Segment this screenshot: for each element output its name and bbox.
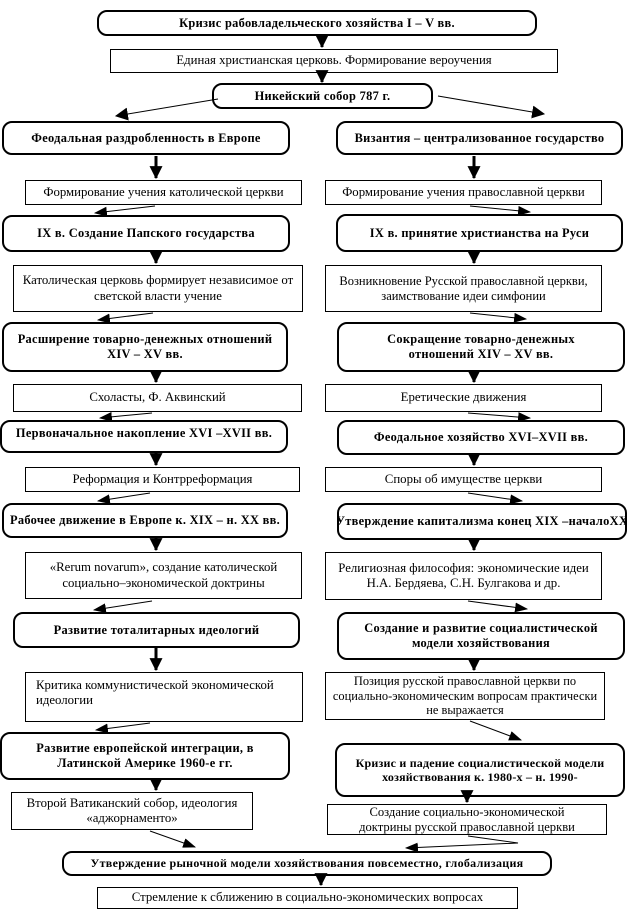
node-church-property-disputes: Споры об имуществе церкви: [325, 467, 602, 492]
node-orthodox-position-not-expressed: Позиция русской православной церкви по с…: [325, 672, 605, 720]
node-feudal-fragmentation-europe: Феодальная раздробленность в Европе: [2, 121, 290, 155]
arrow-teaching-to-papal: [93, 205, 156, 217]
arrow-church-to-contraction: [469, 312, 528, 323]
node-orthodox-socioeconomic-doctrine: Создание социально-экономической доктрин…: [327, 804, 607, 835]
node-papal-state-9c: IX в. Создание Папского государства: [2, 215, 290, 252]
node-united-christian-church: Единая христианская церковь. Формировани…: [110, 49, 558, 73]
node-socialist-model-creation: Создание и развитие социалистической мод…: [337, 612, 625, 660]
arrow-philosophy-to-socialist: [467, 600, 529, 613]
node-orthodox-teaching-formation: Формирование учения православной церкви: [325, 180, 602, 205]
node-russian-orthodox-church-symphony: Возникновение Русской православной церкв…: [325, 265, 602, 312]
node-commodity-contraction-14-15c: Сокращение товарно-денежных отношений XI…: [337, 322, 625, 372]
node-reformation-counterreformation: Реформация и Контрреформация: [25, 467, 300, 492]
node-primary-accumulation-16-17c: Первоначальное накопление XVI –XVII вв.: [0, 420, 288, 453]
node-vatican-ii-aggiornamento: Второй Ватиканский собор, идеология «адж…: [11, 792, 253, 830]
node-capitalism-late-19c: Утверждение капитализма конец XIX –начал…: [337, 503, 627, 540]
arrow-position-to-crisis: [469, 720, 523, 741]
arrow-heretical-to-feudal: [467, 412, 532, 422]
arrow-nicaea-to-east: [437, 95, 546, 119]
arrow-nicaea-to-west: [114, 98, 219, 121]
arrow-independent-to-expansion: [96, 312, 154, 324]
arrow-scholastics-to-accumulation: [98, 412, 153, 422]
node-market-model-globalization: Утверждение рыночной модели хозяйствован…: [62, 851, 552, 876]
arrow-teaching-to-rus: [469, 205, 532, 216]
arrow-doctrine-to-market: [404, 835, 519, 853]
node-catholic-independent-teaching: Католическая церковь формирует независим…: [13, 265, 303, 312]
node-feudal-economy-16-17c: Феодальное хозяйство XVI–XVII вв.: [337, 420, 625, 455]
node-totalitarian-ideologies: Развитие тоталитарных идеологий: [13, 612, 300, 648]
node-socialist-model-crisis-1980s-1990s: Кризис и падение социалистической модели…: [335, 743, 625, 797]
node-crisis-slavery-economy: Кризис рабовладельческого хозяйства I – …: [97, 10, 537, 36]
node-rus-christianization-9c: IX в. принятие христианства на Руси: [336, 214, 623, 252]
arrow-reformation-to-labor: [96, 492, 151, 505]
arrow-disputes-to-capitalism: [467, 492, 524, 505]
node-communism-critique: Критика коммунистической экономической и…: [25, 672, 303, 722]
node-commodity-expansion-14-15c: Расширение товарно-денежных отношений XI…: [2, 322, 288, 372]
node-byzantium-centralized-state: Византия – централизованное государство: [336, 121, 623, 155]
node-scholastics-aquinas: Схоласты, Ф. Аквинский: [13, 384, 302, 412]
node-labor-movement-19-20c: Рабочее движение в Европе к. XIX – н. XX…: [2, 503, 288, 538]
node-heretical-movements: Еретические движения: [325, 384, 602, 412]
node-religious-philosophy-berdyaev-bulgakov: Религиозная философия: экономические иде…: [325, 552, 602, 600]
arrow-rerum-to-totalitarian: [92, 600, 153, 613]
arrow-vatican-to-market: [149, 830, 197, 848]
node-catholic-teaching-formation: Формирование учения католической церкви: [25, 180, 302, 205]
node-socioeconomic-convergence: Стремление к сближению в социально-эконо…: [97, 887, 518, 909]
node-nicaea-council: Никейский собор 787 г.: [212, 83, 433, 109]
node-european-integration-1960s: Развитие европейской интеграции, в Латин…: [0, 732, 290, 780]
arrow-critique-to-integration: [94, 722, 151, 734]
node-rerum-novarum-doctrine: «Rerum novarum», создание католической с…: [25, 552, 302, 599]
